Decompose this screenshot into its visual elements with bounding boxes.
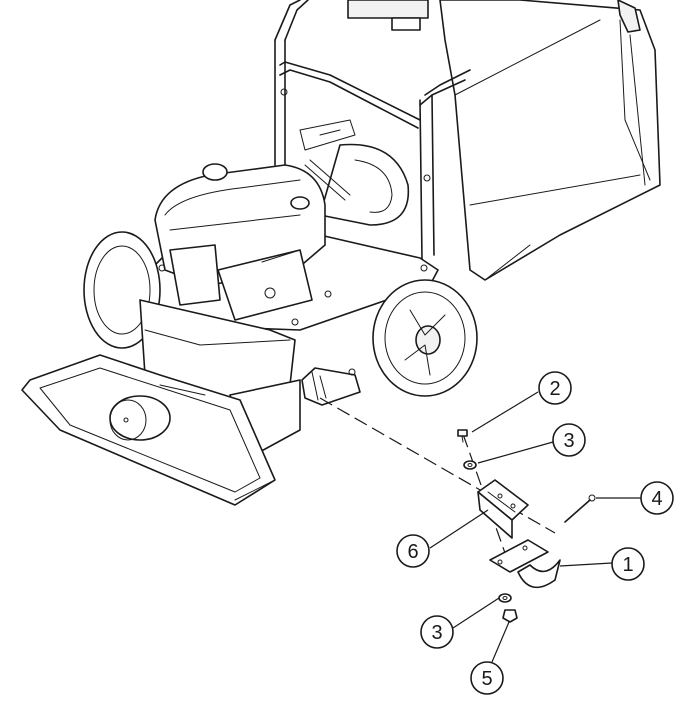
callout-3-lower: 3 [420,615,454,649]
part-washer-lower [498,593,512,603]
callout-3-upper-label: 3 [563,430,574,452]
part-clamp-plate [489,539,561,589]
collection-bag [439,0,661,281]
callout-6: 6 [396,534,430,568]
callout-4-label: 4 [651,488,662,510]
part-bolt [457,429,468,443]
part-nut [502,609,518,623]
engine [154,163,326,321]
leader-lines [429,391,641,663]
callout-3-upper: 3 [552,423,586,457]
right-wheel [372,279,478,397]
part-washer-upper [463,460,477,470]
callout-1: 1 [611,547,645,581]
callout-6-label: 6 [407,541,418,563]
callout-5-label: 5 [481,668,492,690]
mount-bracket-on-machine [301,367,361,406]
callout-2-label: 2 [549,378,560,400]
callout-1-label: 1 [622,554,633,576]
part-pin [564,494,596,523]
callout-3-lower-label: 3 [431,622,442,644]
callout-2: 2 [538,371,572,405]
intake-nozzle [21,354,276,506]
handle-frame [274,0,471,261]
callout-4: 4 [640,481,674,515]
impeller-housing [299,119,410,226]
part-hinge-bracket [477,479,529,539]
callout-5: 5 [470,661,504,695]
